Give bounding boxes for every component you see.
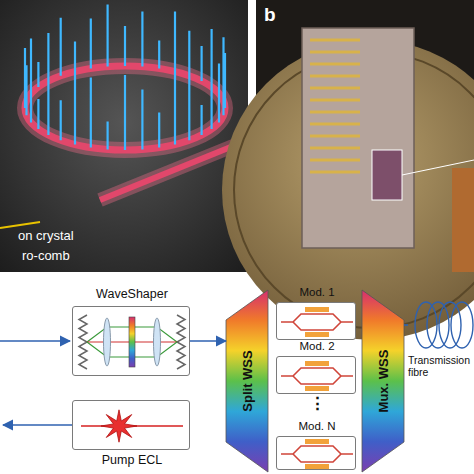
wss-band bbox=[362, 290, 404, 472]
wss-band: Split WSS bbox=[226, 290, 268, 472]
node-shape bbox=[277, 437, 354, 468]
electrode bbox=[305, 464, 329, 469]
electrode bbox=[305, 332, 329, 337]
modulator-arm bbox=[293, 322, 341, 330]
copper-mount bbox=[452, 168, 474, 272]
electrode bbox=[305, 439, 329, 444]
node-label: Mux. WSS bbox=[376, 350, 391, 413]
electrode bbox=[305, 307, 329, 312]
fibre-loop bbox=[427, 302, 449, 348]
node-label: WaveShaper bbox=[63, 287, 201, 301]
waveshaper-box: WaveShaper bbox=[72, 306, 190, 376]
electrode bbox=[305, 361, 329, 366]
connector bbox=[404, 324, 408, 326]
laser-box: Pump ECL bbox=[72, 400, 190, 450]
fibre-loop bbox=[415, 302, 437, 348]
pointer-line bbox=[0, 222, 40, 228]
modulator-box: Mod. 1 bbox=[276, 302, 356, 340]
node-shape bbox=[73, 307, 188, 374]
modulator-arm bbox=[293, 376, 341, 384]
fibre-spool: Transmission fibre bbox=[408, 300, 474, 382]
node-label: Mod. 2 bbox=[267, 340, 367, 352]
node-label: Pump ECL bbox=[63, 453, 201, 467]
panel-caption: on crystal bbox=[18, 228, 74, 243]
electrode bbox=[305, 386, 329, 391]
ellipsis-mark: ⋮ bbox=[309, 393, 326, 414]
modulator-box: Mod. 2 bbox=[276, 356, 356, 394]
modulator-arm bbox=[293, 454, 341, 462]
wss-band: Mux. WSS bbox=[362, 290, 404, 472]
fibre-loop bbox=[439, 302, 461, 348]
panel-caption: ro-comb bbox=[22, 248, 70, 263]
node-label: Mod. 1 bbox=[267, 286, 367, 298]
chip-pads bbox=[310, 40, 360, 172]
laser-star bbox=[101, 410, 137, 442]
node-label: Transmission fibre bbox=[408, 354, 474, 378]
render-background bbox=[0, 0, 248, 272]
node-shape bbox=[277, 303, 354, 338]
modulator-box: Mod. N bbox=[276, 436, 356, 470]
input-arrow bbox=[0, 340, 70, 342]
grating bbox=[79, 315, 87, 369]
node-label: Mod. N bbox=[267, 420, 367, 432]
lens bbox=[154, 318, 161, 366]
lcos-filter bbox=[129, 317, 135, 367]
chip-inset bbox=[372, 150, 402, 200]
wss-band bbox=[226, 290, 268, 472]
photonic-chip bbox=[302, 28, 414, 248]
modulator-arm bbox=[281, 446, 353, 454]
panel-letter: b bbox=[264, 4, 276, 26]
modulator-arm bbox=[281, 314, 353, 322]
fibre-loop bbox=[451, 302, 473, 348]
grating bbox=[177, 315, 185, 369]
modulator-arm bbox=[281, 368, 353, 376]
connector bbox=[190, 340, 226, 342]
node-label: Split WSS bbox=[240, 350, 255, 411]
comb-lines bbox=[25, 5, 225, 150]
pump-output-arrow bbox=[3, 424, 72, 426]
lens bbox=[104, 318, 111, 366]
node-shape bbox=[277, 357, 354, 392]
node-shape bbox=[73, 401, 188, 448]
